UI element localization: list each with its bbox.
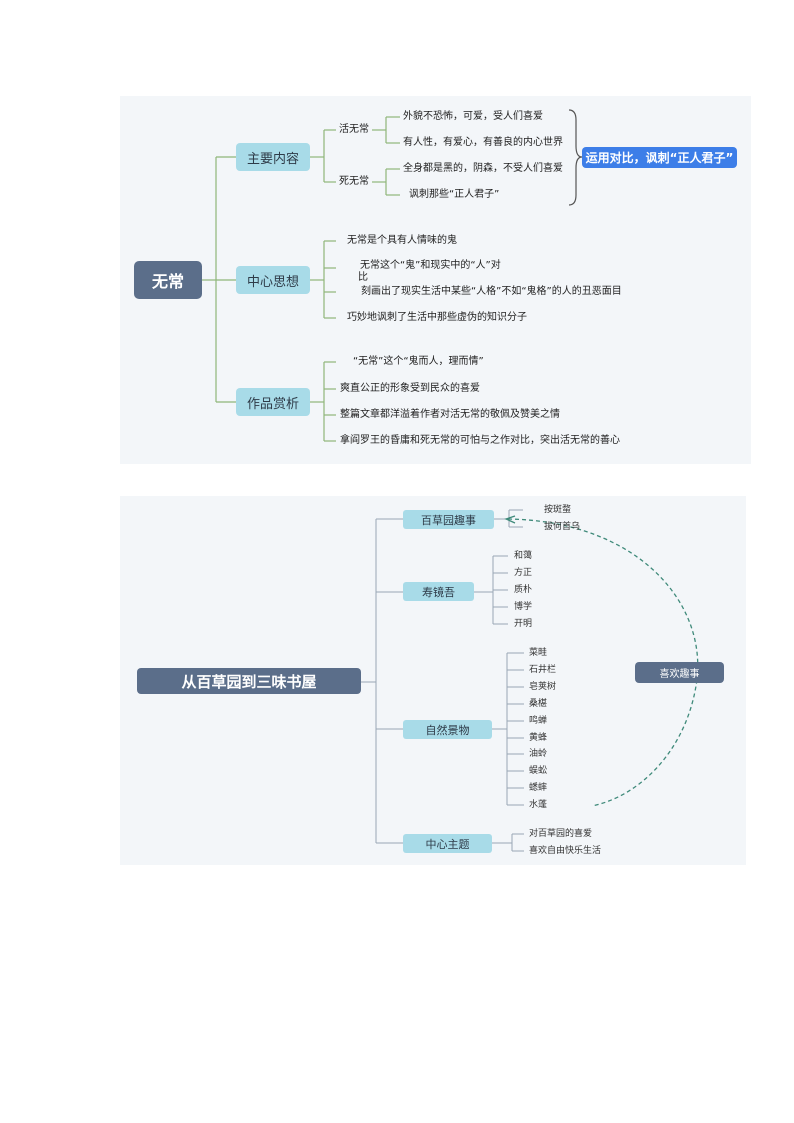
summary-node[interactable]: 运用对比，讽刺“正人君子” xyxy=(582,147,737,168)
branch-label: 寿镜吾 xyxy=(422,585,455,599)
leaf-item[interactable]: 石井栏 xyxy=(529,665,557,675)
leaf-item[interactable]: 质朴 xyxy=(514,585,533,595)
leaf-item[interactable]: 鸣蝉 xyxy=(529,716,548,726)
leaf-item[interactable]: 对百草园的喜爱 xyxy=(529,829,593,839)
leaf-item[interactable]: 拔何首乌 xyxy=(544,522,581,532)
root-label: 无常 xyxy=(151,272,184,291)
root-label-2: 从百草园到三味书屋 xyxy=(181,672,317,691)
leaf-item[interactable]: 全身都是黑的，阴森，不受人们喜爱 xyxy=(403,163,563,174)
leaf-item[interactable]: 开明 xyxy=(514,619,533,629)
mindmap-baicaoyuan: 从百草园到三味书屋 百草园趣事 寿镜吾 自然景物 中心主题 按斑蝥 拔何首乌 和… xyxy=(120,496,746,865)
branch-main-content[interactable]: 主要内容 xyxy=(236,143,310,171)
leaf-item[interactable]: 比 xyxy=(358,272,368,283)
leaf-item[interactable]: 博学 xyxy=(514,602,533,612)
sub-node-living-wuchang[interactable]: 活无常 xyxy=(339,124,369,135)
leaf-item[interactable]: 爽直公正的形象受到民众的喜爱 xyxy=(340,383,480,394)
leaf-item[interactable]: 水蓬 xyxy=(529,800,548,810)
sub-node-dead-wuchang[interactable]: 死无常 xyxy=(339,176,369,187)
branch-central-theme[interactable]: 中心主题 xyxy=(403,834,492,853)
branch-central-idea[interactable]: 中心思想 xyxy=(236,266,310,294)
leaf-item[interactable]: “无常”这个“鬼而人，理而情” xyxy=(353,356,484,367)
leaf-item[interactable]: 蜈蚣 xyxy=(529,766,548,776)
branch-label: 主要内容 xyxy=(246,151,299,167)
leaf-item[interactable]: 刻画出了现实生活中某些“人格”不如“鬼格”的人的丑恶面目 xyxy=(361,286,622,297)
connector-lines-2 xyxy=(361,509,699,852)
leaf-item[interactable]: 无常这个“鬼”和现实中的“人”对 xyxy=(360,260,501,271)
leaf-item[interactable]: 外貌不恐怖，可爱，受人们喜爱 xyxy=(403,111,543,122)
branch-appreciation[interactable]: 作品赏析 xyxy=(236,388,310,416)
branch-label: 百草园趣事 xyxy=(421,513,476,527)
leaf-item[interactable]: 拿阎罗王的昏庸和死无常的可怕与之作对比，突出活无常的善心 xyxy=(340,435,620,446)
summary-label: 运用对比，讽刺“正人君子” xyxy=(585,151,734,165)
leaf-item[interactable]: 皂荚树 xyxy=(529,682,557,692)
leaf-item[interactable]: 桑椹 xyxy=(529,699,548,709)
mindmap-wuchang: 无常 主要内容 中心思想 作品赏析 活无常 死无常 外貌不恐怖，可爱，受人们喜爱… xyxy=(120,96,751,464)
branch-label: 中心主题 xyxy=(425,837,470,851)
branch-label: 作品赏析 xyxy=(246,396,299,412)
leaf-item[interactable]: 讽刺那些“正人君子” xyxy=(409,189,500,200)
summary-label-2: 喜欢趣事 xyxy=(659,669,700,680)
root-node[interactable]: 无常 xyxy=(134,261,202,299)
leaf-item[interactable]: 巧妙地讽刺了生活中那些虚伪的知识分子 xyxy=(347,312,527,323)
branch-nature-scenery[interactable]: 自然景物 xyxy=(403,720,492,739)
leaf-item[interactable]: 按斑蝥 xyxy=(544,505,572,515)
leaf-item[interactable]: 菜畦 xyxy=(529,648,548,658)
root-node-2[interactable]: 从百草园到三味书屋 xyxy=(137,668,361,694)
leaf-item[interactable]: 有人性，有爱心，有善良的内心世界 xyxy=(403,137,563,148)
branch-label: 自然景物 xyxy=(425,723,470,737)
leaf-item[interactable]: 无常是个具有人情味的鬼 xyxy=(347,235,457,246)
branch-baicaoyuan-fun[interactable]: 百草园趣事 xyxy=(403,510,494,529)
leaf-item[interactable]: 和蔼 xyxy=(514,551,533,561)
leaf-item[interactable]: 方正 xyxy=(514,568,533,578)
branch-label: 中心思想 xyxy=(246,274,299,290)
leaf-item[interactable]: 喜欢自由快乐生活 xyxy=(529,846,602,856)
leaf-item[interactable]: 蟋蟀 xyxy=(529,783,548,793)
branch-shoujingwu[interactable]: 寿镜吾 xyxy=(403,582,474,601)
leaf-item[interactable]: 油蛉 xyxy=(529,749,548,759)
leaf-item[interactable]: 整篇文章都洋溢着作者对活无常的敬佩及赞美之情 xyxy=(340,409,560,420)
summary-node-2[interactable]: 喜欢趣事 xyxy=(635,662,724,683)
leaf-item[interactable]: 黄蜂 xyxy=(529,733,548,743)
